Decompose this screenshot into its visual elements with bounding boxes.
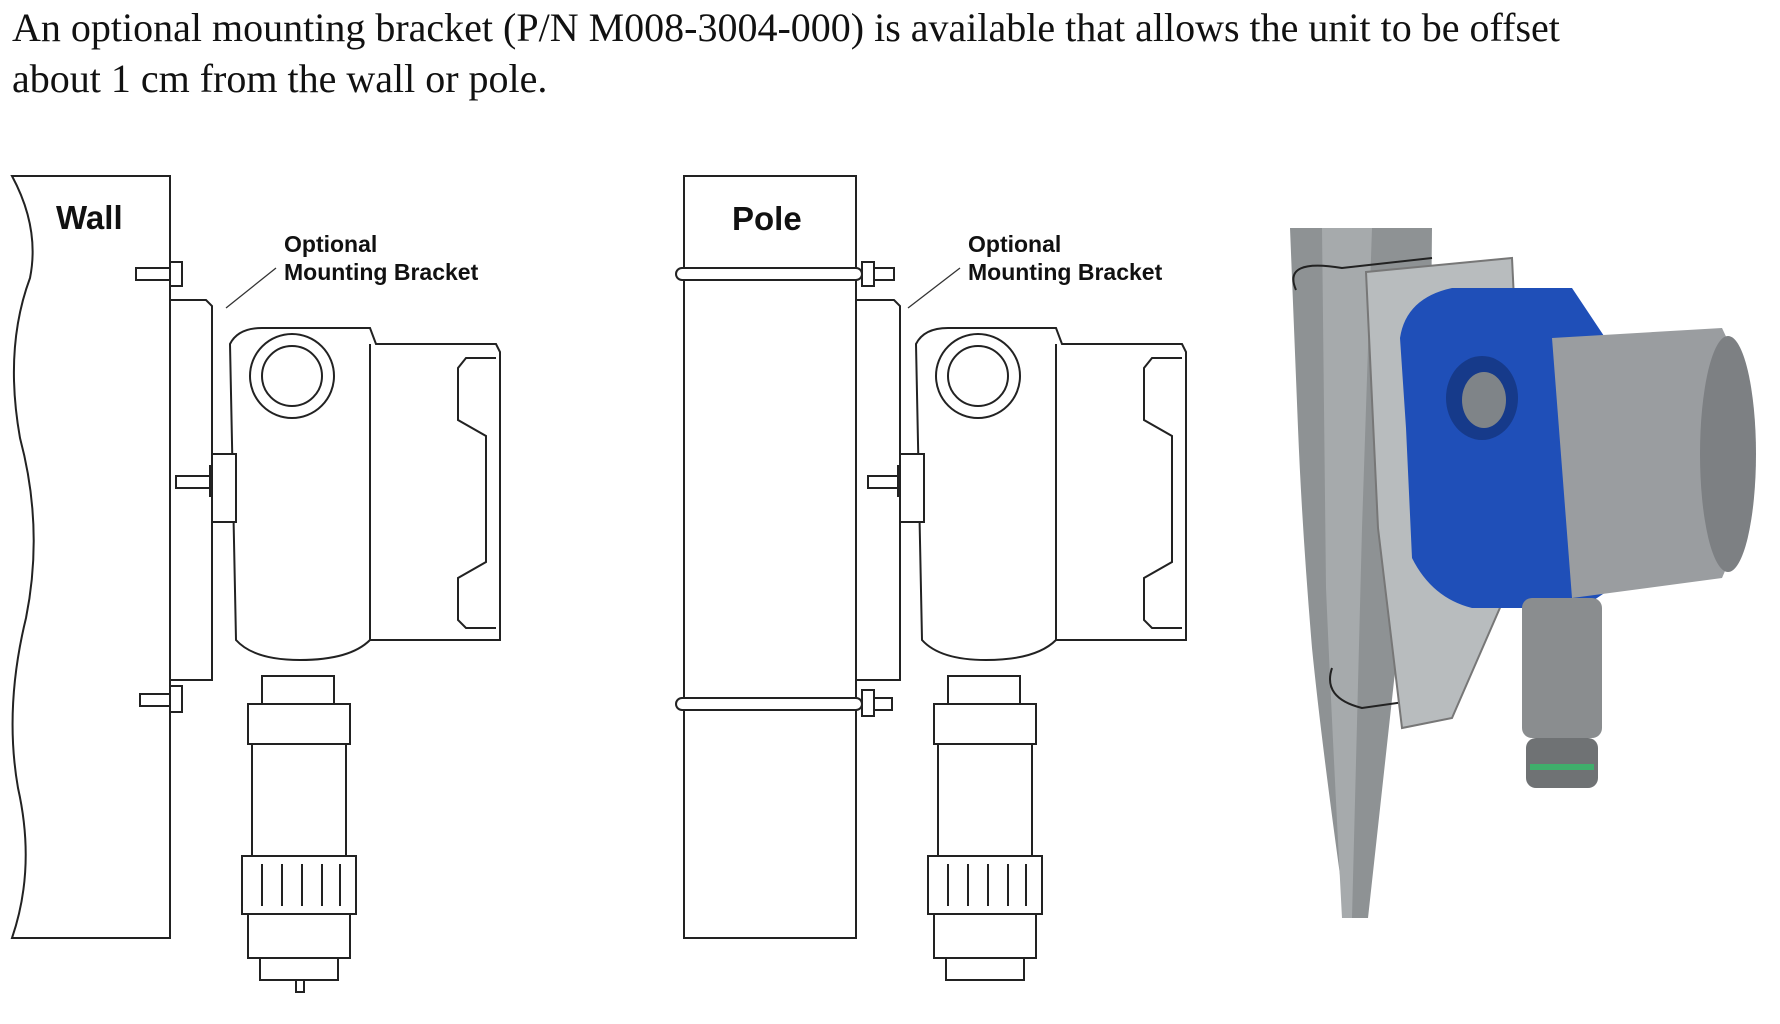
lug [899, 453, 925, 523]
wall-mount-drawing: Wall Optional Mounting Bracket [0, 168, 560, 1024]
sensor-body [251, 743, 347, 857]
sensor-body [937, 743, 1033, 857]
wall-shape [10, 175, 171, 939]
bracket-bolt [861, 689, 893, 717]
callout-leader [225, 267, 277, 309]
pole-shape [683, 175, 857, 939]
sensor-nut [247, 703, 351, 745]
photo-clamp [1329, 667, 1433, 710]
callout-line-2: Mounting Bracket [284, 259, 479, 285]
wall-label: Wall [56, 199, 123, 236]
callout-line-2: Mounting Bracket [968, 259, 1163, 285]
bracket-plate [855, 299, 901, 681]
pole-mount-photo [1282, 228, 1780, 918]
intro-paragraph: An optional mounting bracket (P/N M008-3… [12, 2, 1752, 104]
bracket-bolt [139, 685, 183, 713]
callout-line-1: Optional [284, 231, 377, 257]
photo-sensor [1522, 598, 1602, 738]
bracket-bolt [861, 261, 895, 287]
pole-label: Pole [732, 200, 802, 237]
sensor-grip [241, 855, 357, 915]
callout-line-1: Optional [968, 231, 1061, 257]
pole-clamp [675, 267, 863, 281]
intro-line-1: An optional mounting bracket (P/N M008-3… [12, 5, 1560, 50]
bracket-plate [169, 299, 213, 681]
intro-line-2: about 1 cm from the wall or pole. [12, 56, 548, 101]
sensor-thread [947, 675, 1021, 705]
pole-clamp [675, 697, 863, 711]
callout-leader [907, 267, 961, 309]
bracket-bolt [135, 261, 183, 287]
photo-clamp [1292, 257, 1433, 291]
sensor-cap [933, 913, 1037, 959]
photo-cap [1552, 328, 1754, 598]
sensor-grip [927, 855, 1043, 915]
sensor-thread [261, 675, 335, 705]
lug [211, 453, 237, 523]
sensor-nut [933, 703, 1037, 745]
sensor-cap [247, 913, 351, 959]
pole-mount-drawing: Pole Optional Mounting Bracket [672, 168, 1212, 1024]
